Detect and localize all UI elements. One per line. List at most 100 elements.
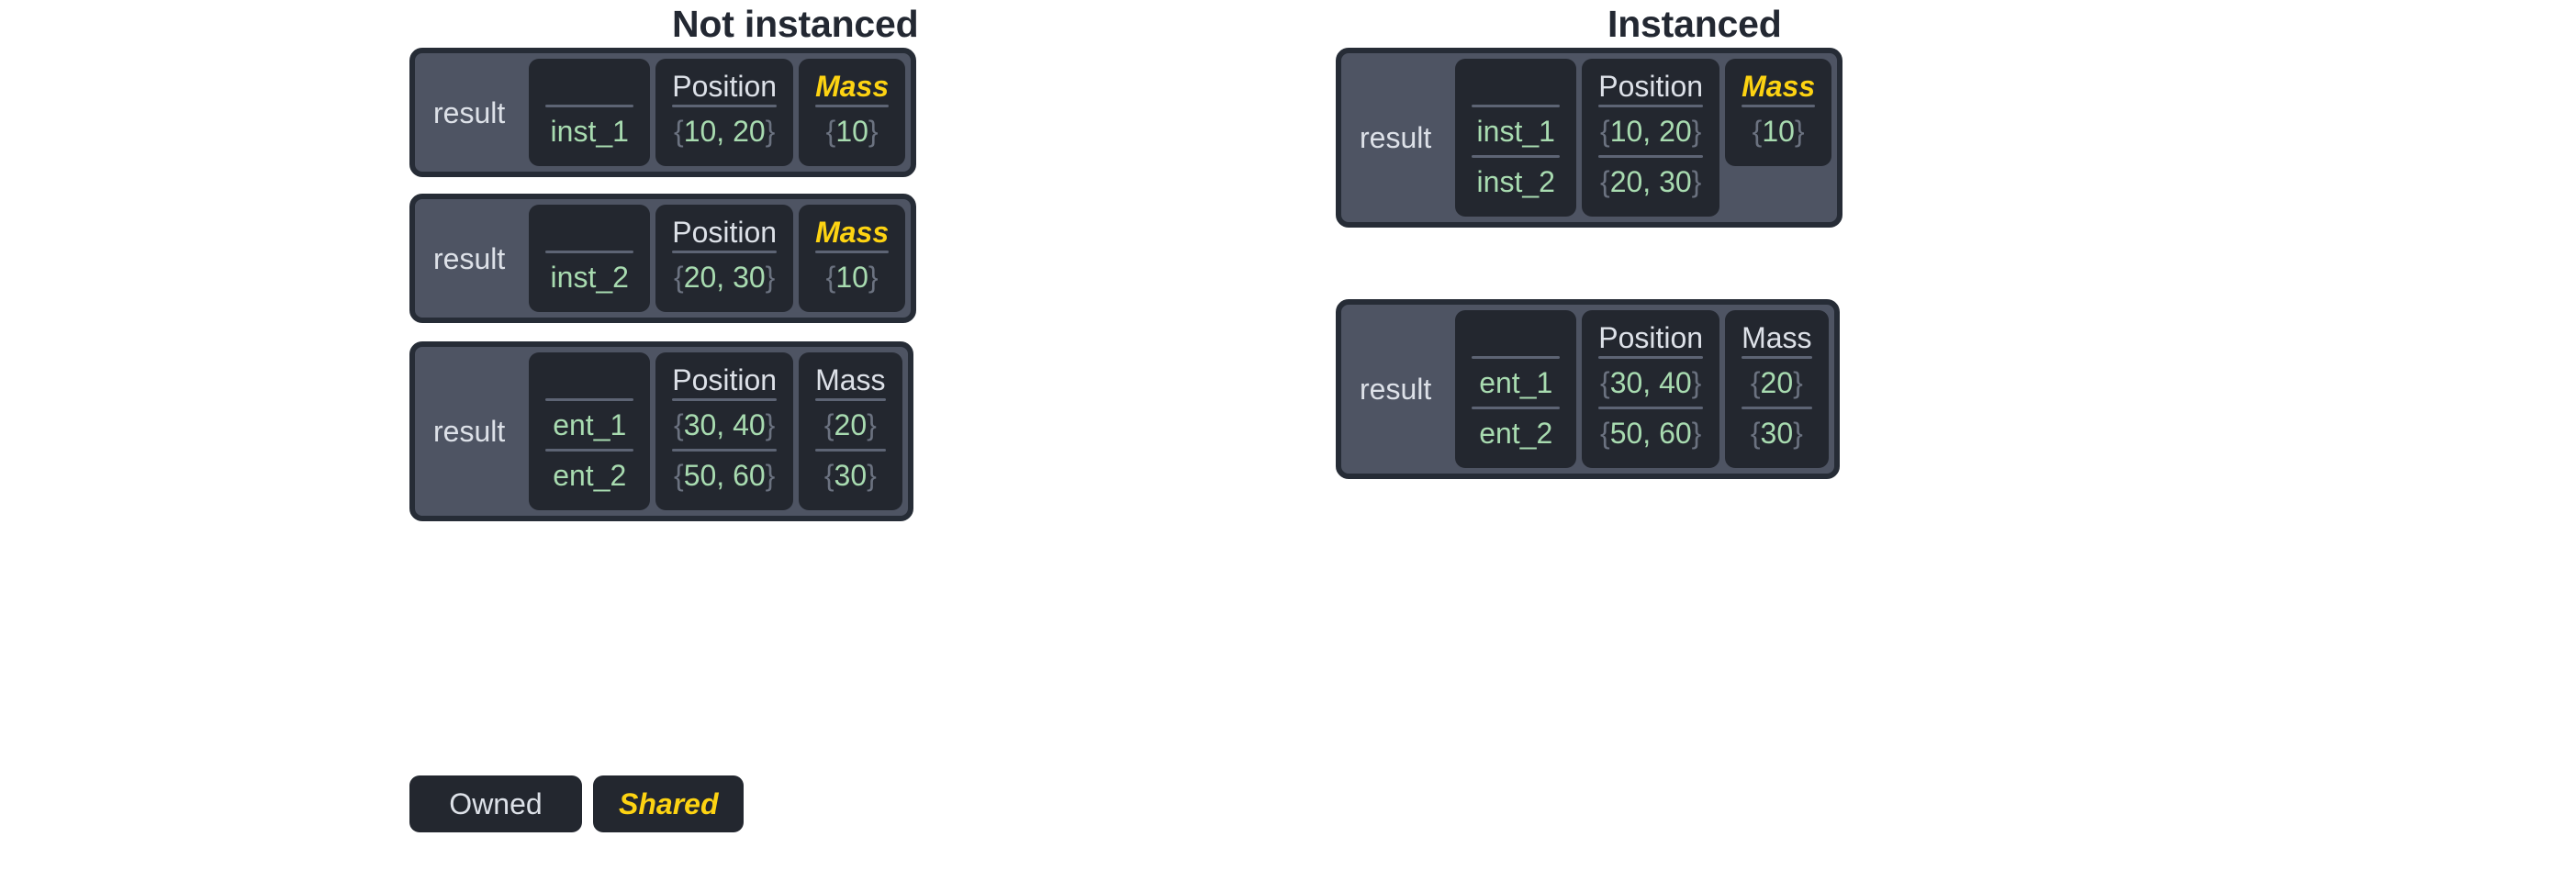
- result-table: result inst_2 Position {20, 30} Mass {10}: [409, 194, 917, 323]
- row-divider: [672, 251, 778, 253]
- legend-chip-owned: Owned: [409, 775, 582, 832]
- column-card-position: Position {10, 20} {20, 30}: [1582, 59, 1720, 217]
- result-label: result: [1360, 121, 1432, 154]
- table-cell: {30, 40}: [1600, 366, 1702, 399]
- table-cell: inst_2: [1476, 165, 1555, 198]
- table-cell: {50, 60}: [674, 459, 776, 492]
- row-divider: [1598, 155, 1704, 158]
- table-cell: {30, 40}: [674, 408, 776, 441]
- table-cell: {10}: [825, 261, 879, 294]
- column-card-mass: Mass {10}: [1725, 59, 1832, 166]
- table-cell: {30}: [1750, 417, 1803, 450]
- result-table: result ent_1 ent_2 Position {30, 40} {50, 60…: [409, 341, 913, 521]
- row-divider: [1742, 407, 1812, 409]
- table-cell: {10, 20}: [1600, 115, 1702, 148]
- result-table: result inst_1 inst_2 Position {10, 20} {20, …: [1336, 48, 1843, 228]
- row-divider: [1472, 356, 1561, 359]
- column-card-mass: Mass {20} {30}: [799, 352, 902, 510]
- table-cell: ent_2: [1479, 417, 1553, 450]
- column-cards: inst_2 Position {20, 30} Mass {10}: [529, 205, 906, 312]
- table-cell: ent_1: [553, 408, 627, 441]
- result-label: result: [433, 415, 506, 448]
- column-header: Position: [672, 363, 778, 396]
- table-cell: {20}: [823, 408, 877, 441]
- row-divider: [545, 449, 634, 452]
- column-header: Mass: [815, 363, 886, 396]
- column-cards: ent_1 ent_2 Position {30, 40} {50, 60} Mass {2…: [1455, 310, 1829, 468]
- column-card-entity: inst_1 inst_2: [1455, 59, 1577, 217]
- column-card-position: Position {30, 40} {50, 60}: [655, 352, 794, 510]
- column-header: [545, 68, 633, 105]
- row-divider: [1472, 155, 1561, 158]
- row-divider: [1472, 407, 1561, 409]
- table-cell: {20, 30}: [1600, 165, 1702, 198]
- column-cards: ent_1 ent_2 Position {30, 40} {50, 60} Mass {2…: [529, 352, 902, 510]
- row-divider: [1742, 356, 1812, 359]
- table-cell: ent_1: [1479, 366, 1553, 399]
- row-divider: [1598, 356, 1704, 359]
- legend-chip-shared: Shared: [593, 775, 745, 832]
- column-title-not-instanced: Not instanced: [672, 3, 919, 45]
- column-card-entity: inst_2: [529, 205, 651, 312]
- row-divider: [545, 398, 634, 401]
- table-cell: inst_1: [550, 115, 629, 148]
- result-label: result: [433, 241, 506, 275]
- column-card-position: Position {30, 40} {50, 60}: [1582, 310, 1720, 468]
- column-header: Mass: [815, 70, 890, 103]
- column-header: Position: [672, 70, 778, 103]
- table-cell: {20, 30}: [674, 261, 776, 294]
- row-divider: [545, 105, 634, 107]
- row-divider: [1598, 407, 1704, 409]
- table-cell: {30}: [823, 459, 877, 492]
- table-cell: ent_2: [553, 459, 627, 492]
- table-cell: inst_1: [1476, 115, 1555, 148]
- row-divider: [815, 449, 886, 452]
- column-header: [1472, 319, 1560, 356]
- table-cell: {20}: [1750, 366, 1803, 399]
- table-cell: {10}: [1752, 115, 1805, 148]
- row-divider: [672, 105, 778, 107]
- column-header: Position: [1598, 70, 1704, 103]
- row-divider: [815, 398, 886, 401]
- row-divider: [815, 105, 890, 107]
- row-divider: [1742, 105, 1816, 107]
- row-divider: [1598, 105, 1704, 107]
- column-header: Mass: [1742, 70, 1816, 103]
- table-cell: {50, 60}: [1600, 417, 1702, 450]
- column-card-mass: Mass {10}: [799, 59, 906, 166]
- column-card-mass: Mass {20} {30}: [1725, 310, 1829, 468]
- row-divider: [672, 449, 778, 452]
- column-card-position: Position {10, 20}: [655, 59, 794, 166]
- column-card-mass: Mass {10}: [799, 205, 906, 312]
- result-label: result: [1360, 373, 1432, 406]
- column-cards: inst_1 inst_2 Position {10, 20} {20, 30} Mass…: [1455, 59, 1832, 217]
- table-cell: inst_2: [550, 261, 629, 294]
- row-divider: [1472, 105, 1561, 107]
- column-card-entity: ent_1 ent_2: [529, 352, 651, 510]
- column-card-entity: ent_1 ent_2: [1455, 310, 1577, 468]
- column-header: [545, 362, 633, 398]
- column-header: Mass: [815, 216, 890, 249]
- result-label: result: [433, 95, 506, 129]
- column-card-entity: inst_1: [529, 59, 651, 166]
- row-divider: [672, 398, 778, 401]
- column-cards: inst_1 Position {10, 20} Mass {10}: [529, 59, 906, 166]
- table-cell: {10, 20}: [674, 115, 776, 148]
- result-table: result ent_1 ent_2 Position {30, 40} {50, 60…: [1336, 299, 1840, 479]
- column-header: Position: [1598, 321, 1704, 354]
- column-card-position: Position {20, 30}: [655, 205, 794, 312]
- column-header: Mass: [1742, 321, 1812, 354]
- row-divider: [815, 251, 890, 253]
- column-header: [1472, 68, 1560, 105]
- column-title-instanced: Instanced: [1607, 3, 1782, 45]
- row-divider: [545, 251, 634, 253]
- result-table: result inst_1 Position {10, 20} Mass {10}: [409, 48, 917, 177]
- column-header: Position: [672, 216, 778, 249]
- table-cell: {10}: [825, 115, 879, 148]
